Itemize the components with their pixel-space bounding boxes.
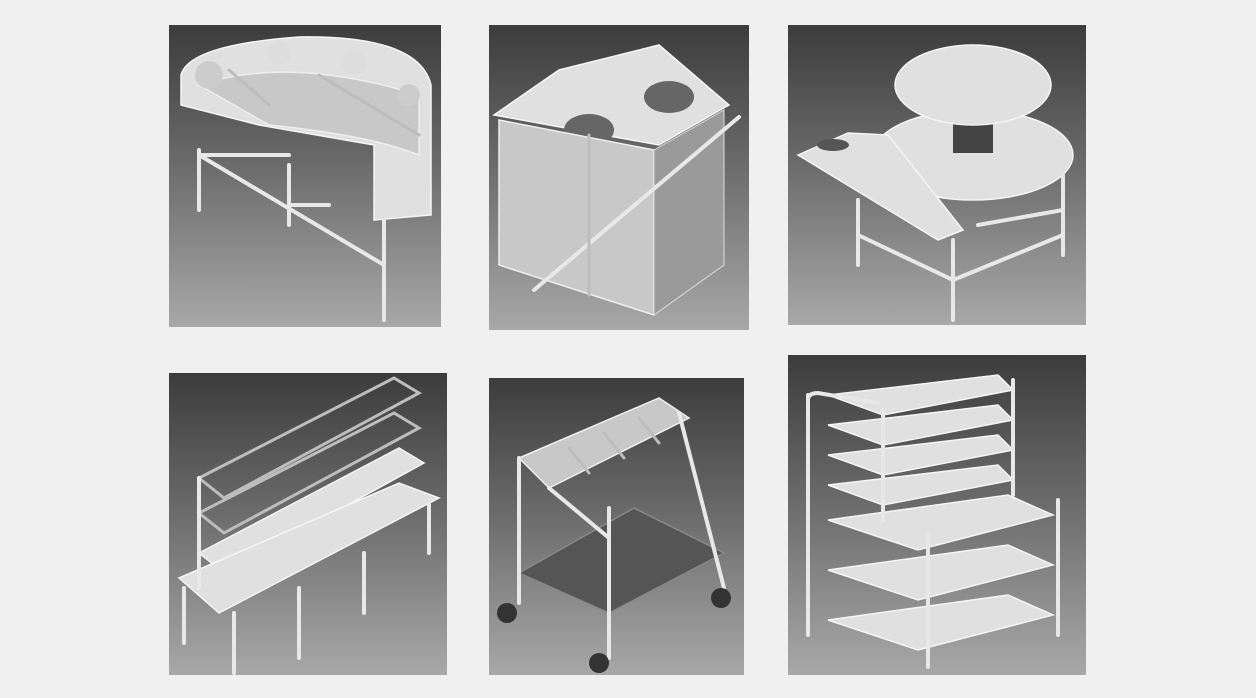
render-turntable-table <box>788 25 1086 325</box>
render-semicircular-table <box>169 25 441 327</box>
render-trolley-cart <box>489 378 744 675</box>
render-double-bin-cabinet <box>489 25 749 330</box>
render-tiered-shelf-rack <box>788 355 1086 675</box>
render-shelving-workbench <box>169 373 447 675</box>
